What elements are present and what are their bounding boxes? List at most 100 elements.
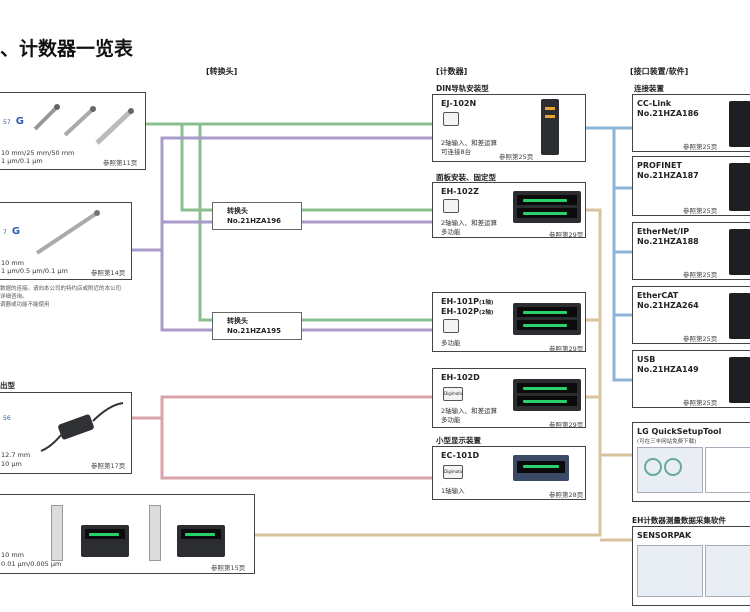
counter-ref-page: 参照第28页 — [549, 491, 584, 499]
sensor-box-3[interactable]: 56 12.7 mm 10 μm 参照第17页 — [0, 392, 132, 474]
sensor-spec-resolution: 0.01 μm/0.005 μm — [1, 560, 62, 568]
interface-part-no: No.21HZA188 — [637, 237, 699, 246]
counter-ref-page: 参照第29页 — [549, 421, 584, 429]
note-line: 详细咨询。 — [0, 294, 28, 300]
sensor-spec-resolution: 1 μm/0.5 μm/0.1 μm — [1, 267, 68, 275]
sensor-spec-resolution: 10 μm — [1, 460, 22, 468]
counter-name: EH-102P — [441, 307, 480, 316]
column-header-counter: [计数器] — [436, 67, 468, 76]
interface-ref-page: 参照第25页 — [683, 335, 718, 343]
interface-name: CC-Link — [637, 99, 672, 108]
converter-part-no: No.21HZA195 — [227, 327, 282, 335]
interface-part-no: No.21HZA264 — [637, 301, 699, 310]
counter-name: EC-101D — [441, 451, 480, 460]
interface-name: EtherCAT — [637, 291, 679, 300]
digimatic-icon: Digimatic — [443, 465, 463, 479]
brand-logo: G — [15, 116, 24, 127]
counter-box-eh101p[interactable]: EH-101P(1轴) EH-102P(2轴) 多功能 参照第29页 — [432, 292, 586, 353]
sensor-spec-range: 10 mm — [1, 259, 25, 267]
software-name: SENSORPAK — [637, 531, 692, 540]
sensor-box-2[interactable]: 7 G 10 mm 1 μm/0.5 μm/0.1 μm 参照第14页 — [0, 202, 132, 280]
sensor-box-4[interactable]: 10 mm 0.01 μm/0.005 μm 参照第15页 — [0, 494, 255, 574]
counter-name: EH-102D — [441, 373, 480, 382]
sensor-ref-page: 参照第17页 — [91, 462, 126, 470]
software-box-sensorpak[interactable]: SENSORPAK — [632, 526, 750, 606]
counter-group-panel: 面板安装、固定型 — [436, 173, 496, 182]
blue-line-ej102n — [586, 126, 632, 382]
converter-part-no: No.21HZA196 — [227, 217, 282, 225]
counter-name: EH-102Z — [441, 187, 479, 196]
counter-desc: 多功能 — [441, 339, 461, 347]
blue-line-branches — [614, 126, 632, 317]
interface-box-cclink[interactable]: CC-Link No.21HZA186 参照第25页 — [632, 94, 750, 152]
tan-line-sw — [600, 453, 632, 542]
interface-ref-page: 参照第25页 — [683, 143, 718, 151]
counter-image — [177, 525, 225, 557]
column-header-interface: [接口装置/软件] — [630, 67, 689, 76]
brand-logo: G — [11, 226, 21, 237]
interface-ref-page: 参照第25页 — [683, 271, 718, 279]
counter-image — [513, 303, 581, 335]
interface-device-image — [729, 357, 750, 403]
interface-name: EtherNet/IP — [637, 227, 690, 236]
software-note: (可在三丰网站免费下载) — [637, 439, 697, 445]
counter-axis-note: (2轴) — [479, 310, 494, 316]
brand-prefix: 57 — [3, 119, 11, 126]
sensor-spec-range: 12.7 mm — [1, 451, 31, 459]
interface-box-ethernetip[interactable]: EtherNet/IP No.21HZA188 参照第25页 — [632, 222, 750, 280]
software-screenshot — [637, 545, 703, 597]
software-name: LG QuickSetupTool — [637, 427, 722, 436]
linear-scale-image — [149, 505, 161, 561]
sensor-box-1[interactable]: 57 G 10 mm/25 mm/50 mm 1 μm/0.1 μm 参照第11… — [0, 92, 146, 170]
counter-group-small: 小型显示装置 — [436, 436, 481, 445]
counter-name: EJ-102N — [441, 99, 477, 108]
interface-group-header: 连接装置 — [634, 84, 664, 93]
counter-image — [513, 455, 569, 481]
software-group-header: EH计数器测量数据采集软件 — [632, 516, 726, 525]
counter-desc: 2轴输入、和差运算 — [441, 407, 498, 415]
linear-gauge-image — [35, 210, 100, 255]
interface-device-image — [729, 163, 750, 211]
sensor-notes: 数据的连接。请向本公司的特约店或附近的本公司 详细咨询。 调器或功能不能使用 — [0, 285, 121, 309]
interface-name: USB — [637, 355, 656, 364]
green-line-branch — [180, 124, 212, 212]
interface-box-ethercat[interactable]: EtherCAT No.21HZA264 参照第25页 — [632, 286, 750, 344]
interface-part-no: No.21HZA187 — [637, 171, 699, 180]
interface-box-profinet[interactable]: PROFINET No.21HZA187 参照第25页 — [632, 156, 750, 216]
column-header-converter: [转换头] — [206, 67, 238, 76]
counter-desc: 2轴输入、和差运算 — [441, 219, 498, 227]
tan-line-sensor4 — [255, 208, 602, 537]
pink-line-sensor3 — [132, 395, 432, 420]
digimatic-icon: Digimatic — [443, 387, 463, 401]
sensor-spec-range: 10 mm — [1, 551, 25, 559]
counter-image — [513, 191, 581, 223]
counter-box-eh102z[interactable]: EH-102Z 2轴输入、和差运算 多功能 参照第29页 — [432, 182, 586, 239]
linear-scale-image — [51, 505, 63, 561]
interface-part-no: No.21HZA186 — [637, 109, 699, 118]
interface-ref-page: 参照第25页 — [683, 207, 718, 215]
interface-box-usb[interactable]: USB No.21HZA149 参照第25页 — [632, 350, 750, 408]
counter-desc: 多功能 — [441, 228, 461, 236]
interface-device-image — [729, 101, 750, 147]
software-screenshot — [705, 545, 750, 597]
counter-box-eh102d[interactable]: EH-102D Digimatic 2轴输入、和差运算 多功能 参照第29页 — [432, 368, 586, 429]
interface-device-image — [729, 229, 750, 275]
counter-box-ej102n[interactable]: EJ-102N 2轴输入、和差运算 可连接8台 参照第25页 — [432, 94, 586, 162]
converter-box-2[interactable]: 转换头 No.21HZA195 — [212, 312, 302, 340]
counter-desc: 1轴输入 — [441, 487, 465, 495]
counter-ref-page: 参照第29页 — [549, 231, 584, 239]
software-box-lg-quicksetup[interactable]: LG QuickSetupTool (可在三丰网站免费下载) — [632, 422, 750, 502]
converter-box-1[interactable]: 转换头 No.21HZA196 — [212, 202, 302, 230]
counter-desc: 多功能 — [441, 416, 461, 424]
multi-function-icon — [443, 199, 459, 213]
brand-prefix: 7 — [3, 229, 7, 236]
linear-gauge-image — [33, 104, 134, 145]
converter-label: 转换头 — [227, 207, 248, 215]
page-title: 、计数器一览表 — [0, 38, 134, 60]
counter-box-ec101d[interactable]: EC-101D Digimatic 1轴输入 参照第28页 — [432, 446, 586, 500]
sensor-ref-page: 参照第11页 — [103, 159, 138, 167]
converter-label: 转换头 — [227, 317, 248, 325]
counter-image — [81, 525, 129, 557]
software-screenshot — [637, 447, 703, 493]
